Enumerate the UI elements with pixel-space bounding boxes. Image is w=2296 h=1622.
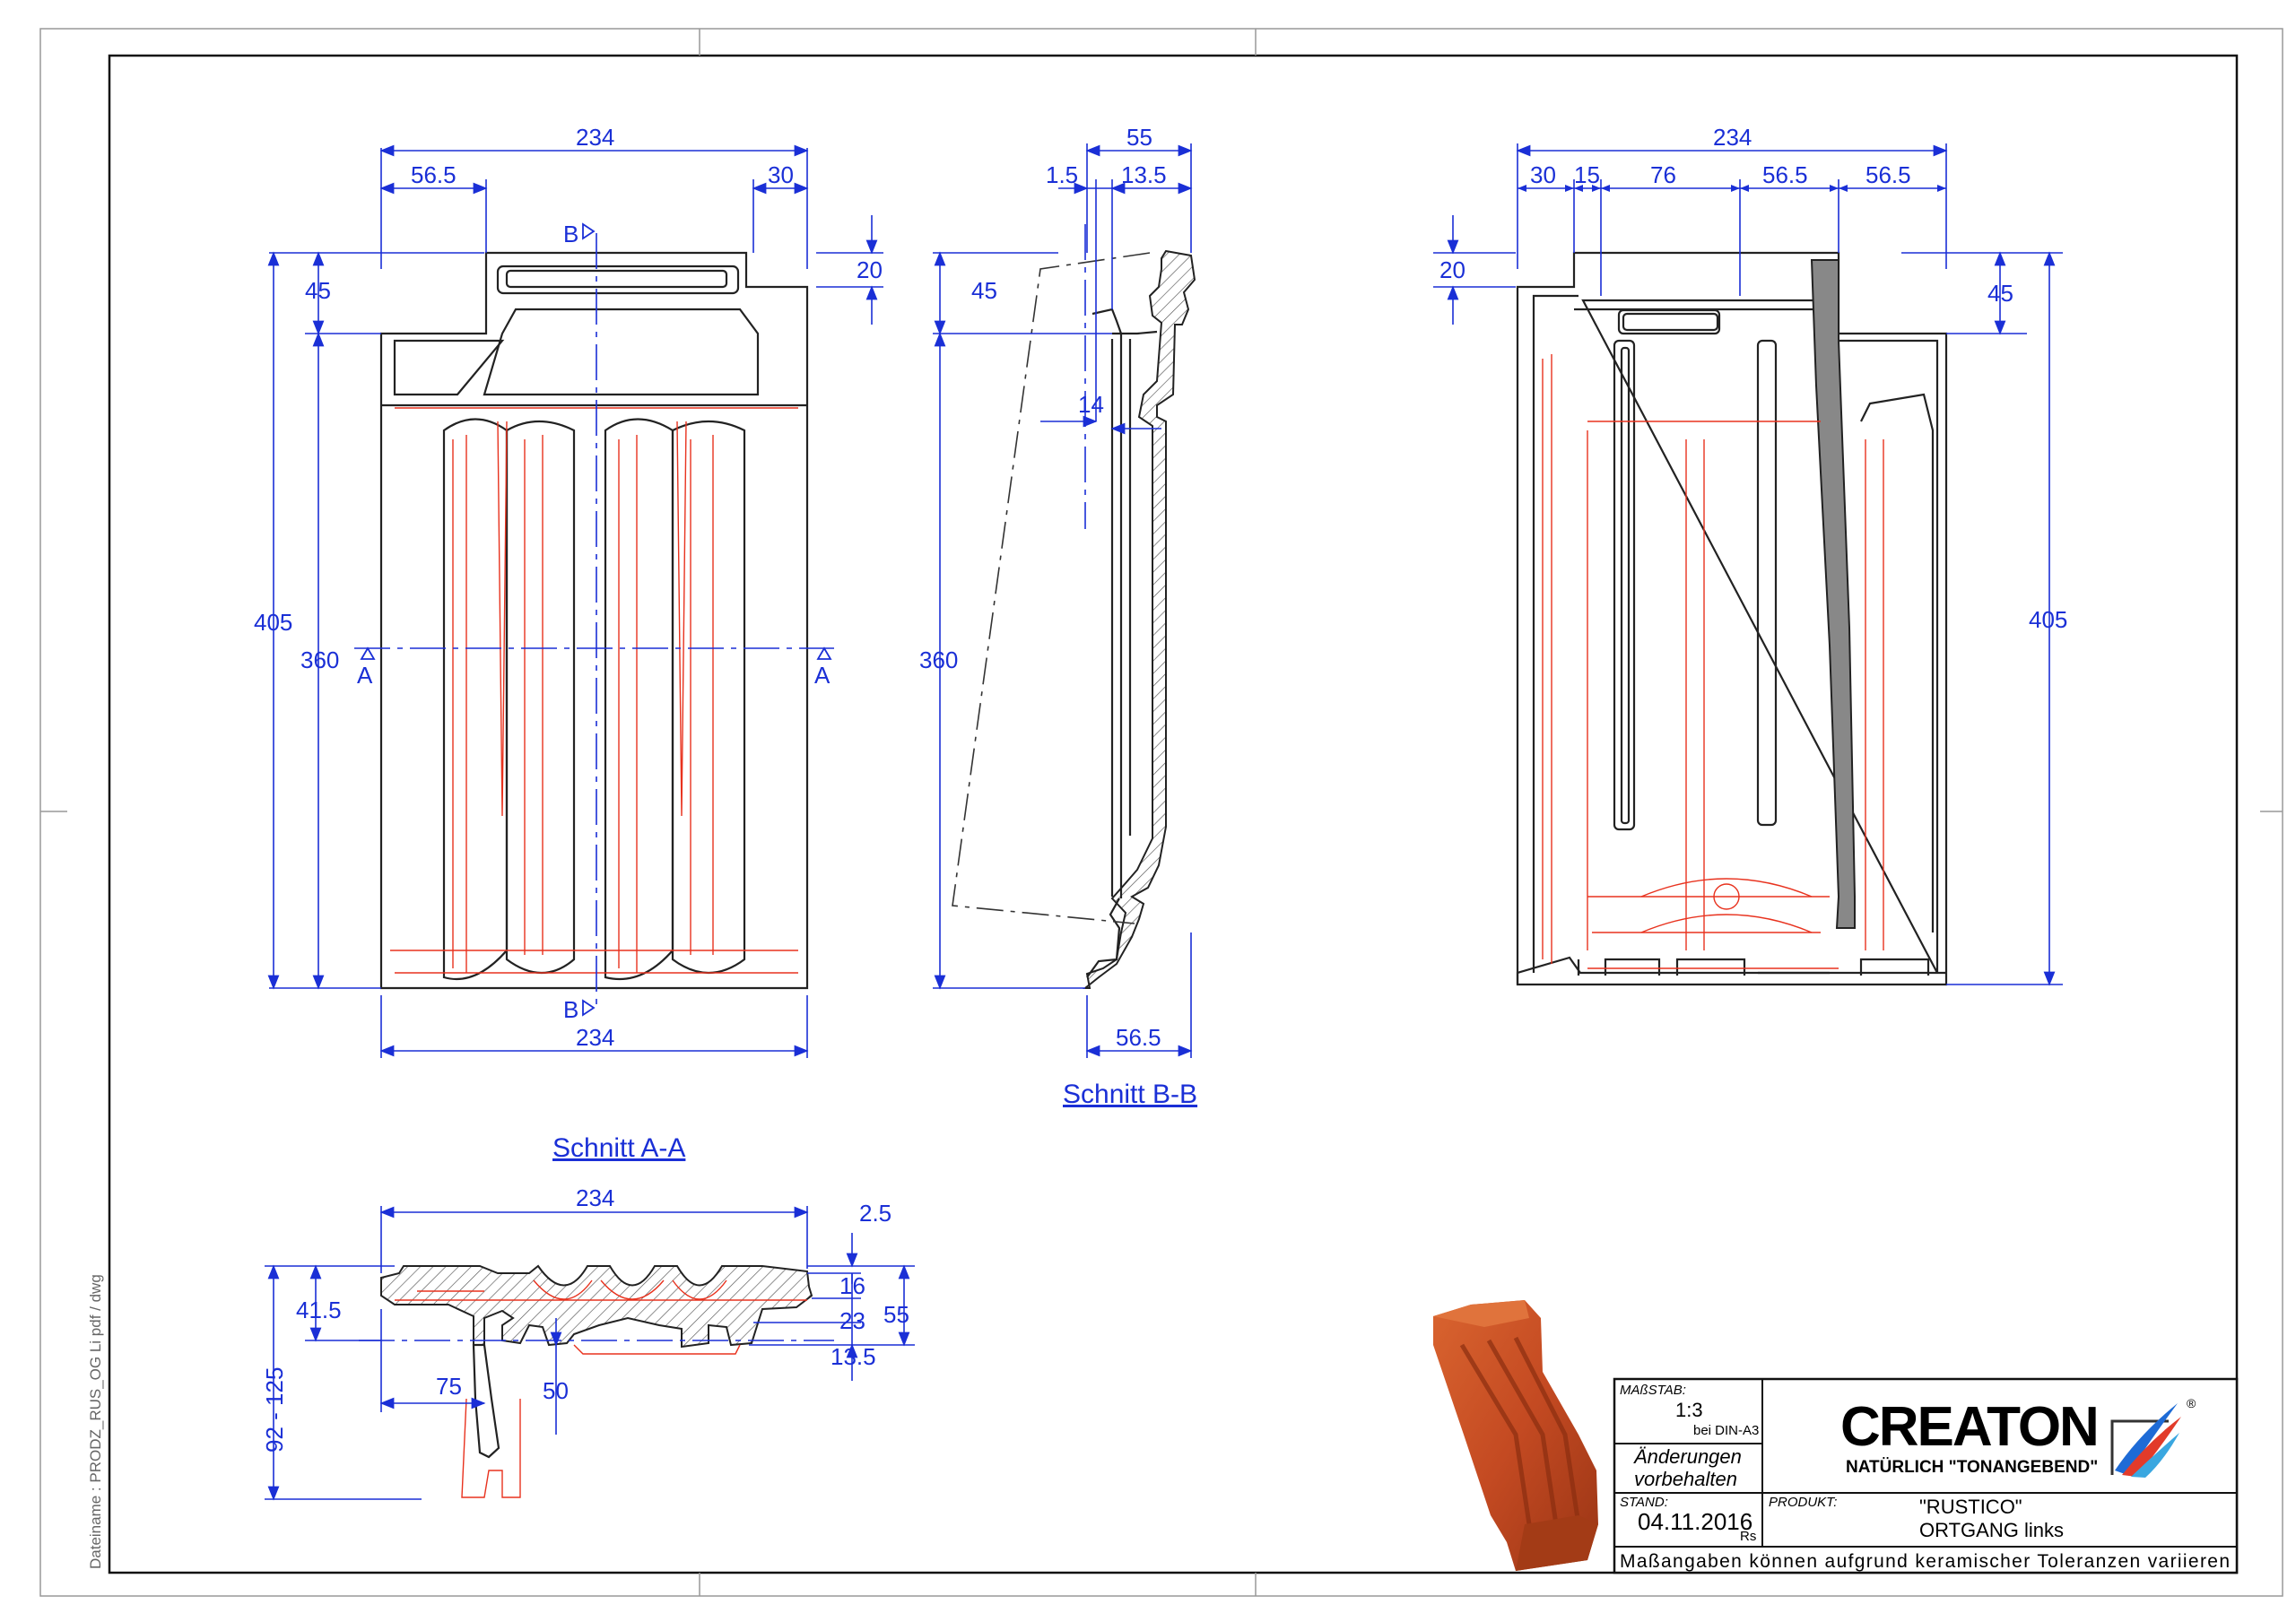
bb-dim-left-cover: 360 (919, 646, 958, 673)
aa-dim-left-top: 41.5 (296, 1297, 342, 1323)
date-value: 04.11.2016 (1638, 1508, 1752, 1535)
brand-swoosh-icon (2110, 1403, 2181, 1478)
brand-registered: ® (2187, 1396, 2196, 1410)
bb-dim-top-right: 13.5 (1121, 161, 1167, 188)
back-dimensions: 234 30 15 76 56.5 56.5 20 45 405 (1433, 124, 2067, 986)
back-dim-top-width: 234 (1713, 124, 1752, 151)
front-dim-top-width: 234 (576, 124, 614, 151)
section-bb-profile (1083, 249, 1196, 989)
product-name: "RUSTICO" (1919, 1496, 2022, 1518)
scale-value: 1:3 (1675, 1399, 1703, 1421)
section-aa-view: Schnitt A-A (359, 1133, 834, 1498)
scale-label: MAßSTAB: (1620, 1383, 1686, 1398)
back-dim-d1: 30 (1530, 161, 1556, 188)
bb-dim-top-small: 1.5 (1046, 161, 1078, 188)
changes-line1: Änderungen (1633, 1445, 1742, 1468)
bb-dim-top: 55 (1126, 124, 1152, 151)
aa-dim-r1: 16 (839, 1272, 865, 1299)
front-dimensions: 234 56.5 30 20 405 360 45 234 A A B B (254, 124, 883, 1058)
sheet-frame (39, 28, 2283, 1597)
aa-dim-b1: 75 (436, 1373, 462, 1400)
back-view (1516, 251, 1948, 986)
date-label: STAND: (1620, 1495, 1668, 1510)
front-dim-top-right: 30 (768, 161, 794, 188)
bb-dim-bottom: 56.5 (1116, 1024, 1161, 1051)
front-dim-left-top: 45 (305, 277, 331, 304)
back-dim-left-vertical: 20 (1439, 256, 1465, 283)
bb-dim-left-top: 45 (971, 277, 997, 304)
back-dim-right-top: 45 (1987, 280, 2013, 307)
section-aa-title: Schnitt A-A (552, 1133, 685, 1163)
back-dim-right-total: 405 (2029, 606, 2067, 633)
front-dim-left-cover: 360 (300, 646, 339, 673)
section-aa-profile (380, 1264, 813, 1349)
back-dim-d4: 56.5 (1762, 161, 1808, 188)
aa-dim-b2: 50 (543, 1377, 569, 1404)
section-bb-dimensions: 55 1.5 13.5 45 360 14 56.5 Schnitt B-B (919, 124, 1197, 1109)
section-bb-title: Schnitt B-B (1063, 1080, 1197, 1109)
front-view (354, 233, 834, 1009)
filename-label: Dateiname : PRODZ_RUS_OG Li pdf / dwg (87, 1274, 104, 1569)
date-author: Rs (1740, 1529, 1756, 1544)
aa-dim-right-top: 2.5 (859, 1200, 891, 1227)
back-tile-outline (1516, 251, 1948, 986)
back-rib-hatched (1810, 259, 1856, 929)
aa-dim-r3: 13.5 (831, 1343, 876, 1370)
product-label: PRODUKT: (1769, 1495, 1837, 1510)
section-a-right: A (814, 662, 831, 689)
section-a-left: A (357, 662, 373, 689)
brand-logo-text: CREATON (1840, 1396, 2098, 1458)
product-variant: ORTGANG links (1919, 1519, 2064, 1541)
tile-product-image (1433, 1300, 1598, 1571)
front-dim-left-total: 405 (254, 609, 292, 636)
front-dim-right-vertical: 20 (857, 256, 883, 283)
changes-line2: vorbehalten (1634, 1468, 1737, 1490)
bb-dim-mid: 14 (1078, 391, 1104, 418)
aa-dim-left-range: 92 - 125 (261, 1367, 288, 1453)
brand-tagline: NATÜRLICH "TONANGEBEND" (1846, 1458, 2098, 1477)
title-block: MAßSTAB: 1:3 bei DIN-A3 Änderungen vorbe… (1613, 1377, 2239, 1574)
front-dim-bottom-width: 234 (576, 1024, 614, 1051)
scale-note: bei DIN-A3 (1693, 1423, 1759, 1438)
back-dim-d5: 56.5 (1866, 161, 1911, 188)
back-dim-d2: 15 (1574, 161, 1600, 188)
back-dim-d3: 76 (1650, 161, 1676, 188)
aa-dim-r2: 23 (839, 1307, 865, 1334)
aa-dim-width: 234 (576, 1184, 614, 1211)
section-b-bottom: B (563, 996, 578, 1023)
section-aa-dimensions: 234 2.5 16 23 13.5 55 41.5 92 - 125 75 5… (261, 1184, 915, 1501)
front-tile-outline (379, 251, 809, 990)
section-b-top: B (563, 221, 578, 247)
front-dim-top-left: 56.5 (411, 161, 457, 188)
section-bb-view (952, 224, 1196, 989)
aa-dim-right-total: 55 (883, 1301, 909, 1328)
